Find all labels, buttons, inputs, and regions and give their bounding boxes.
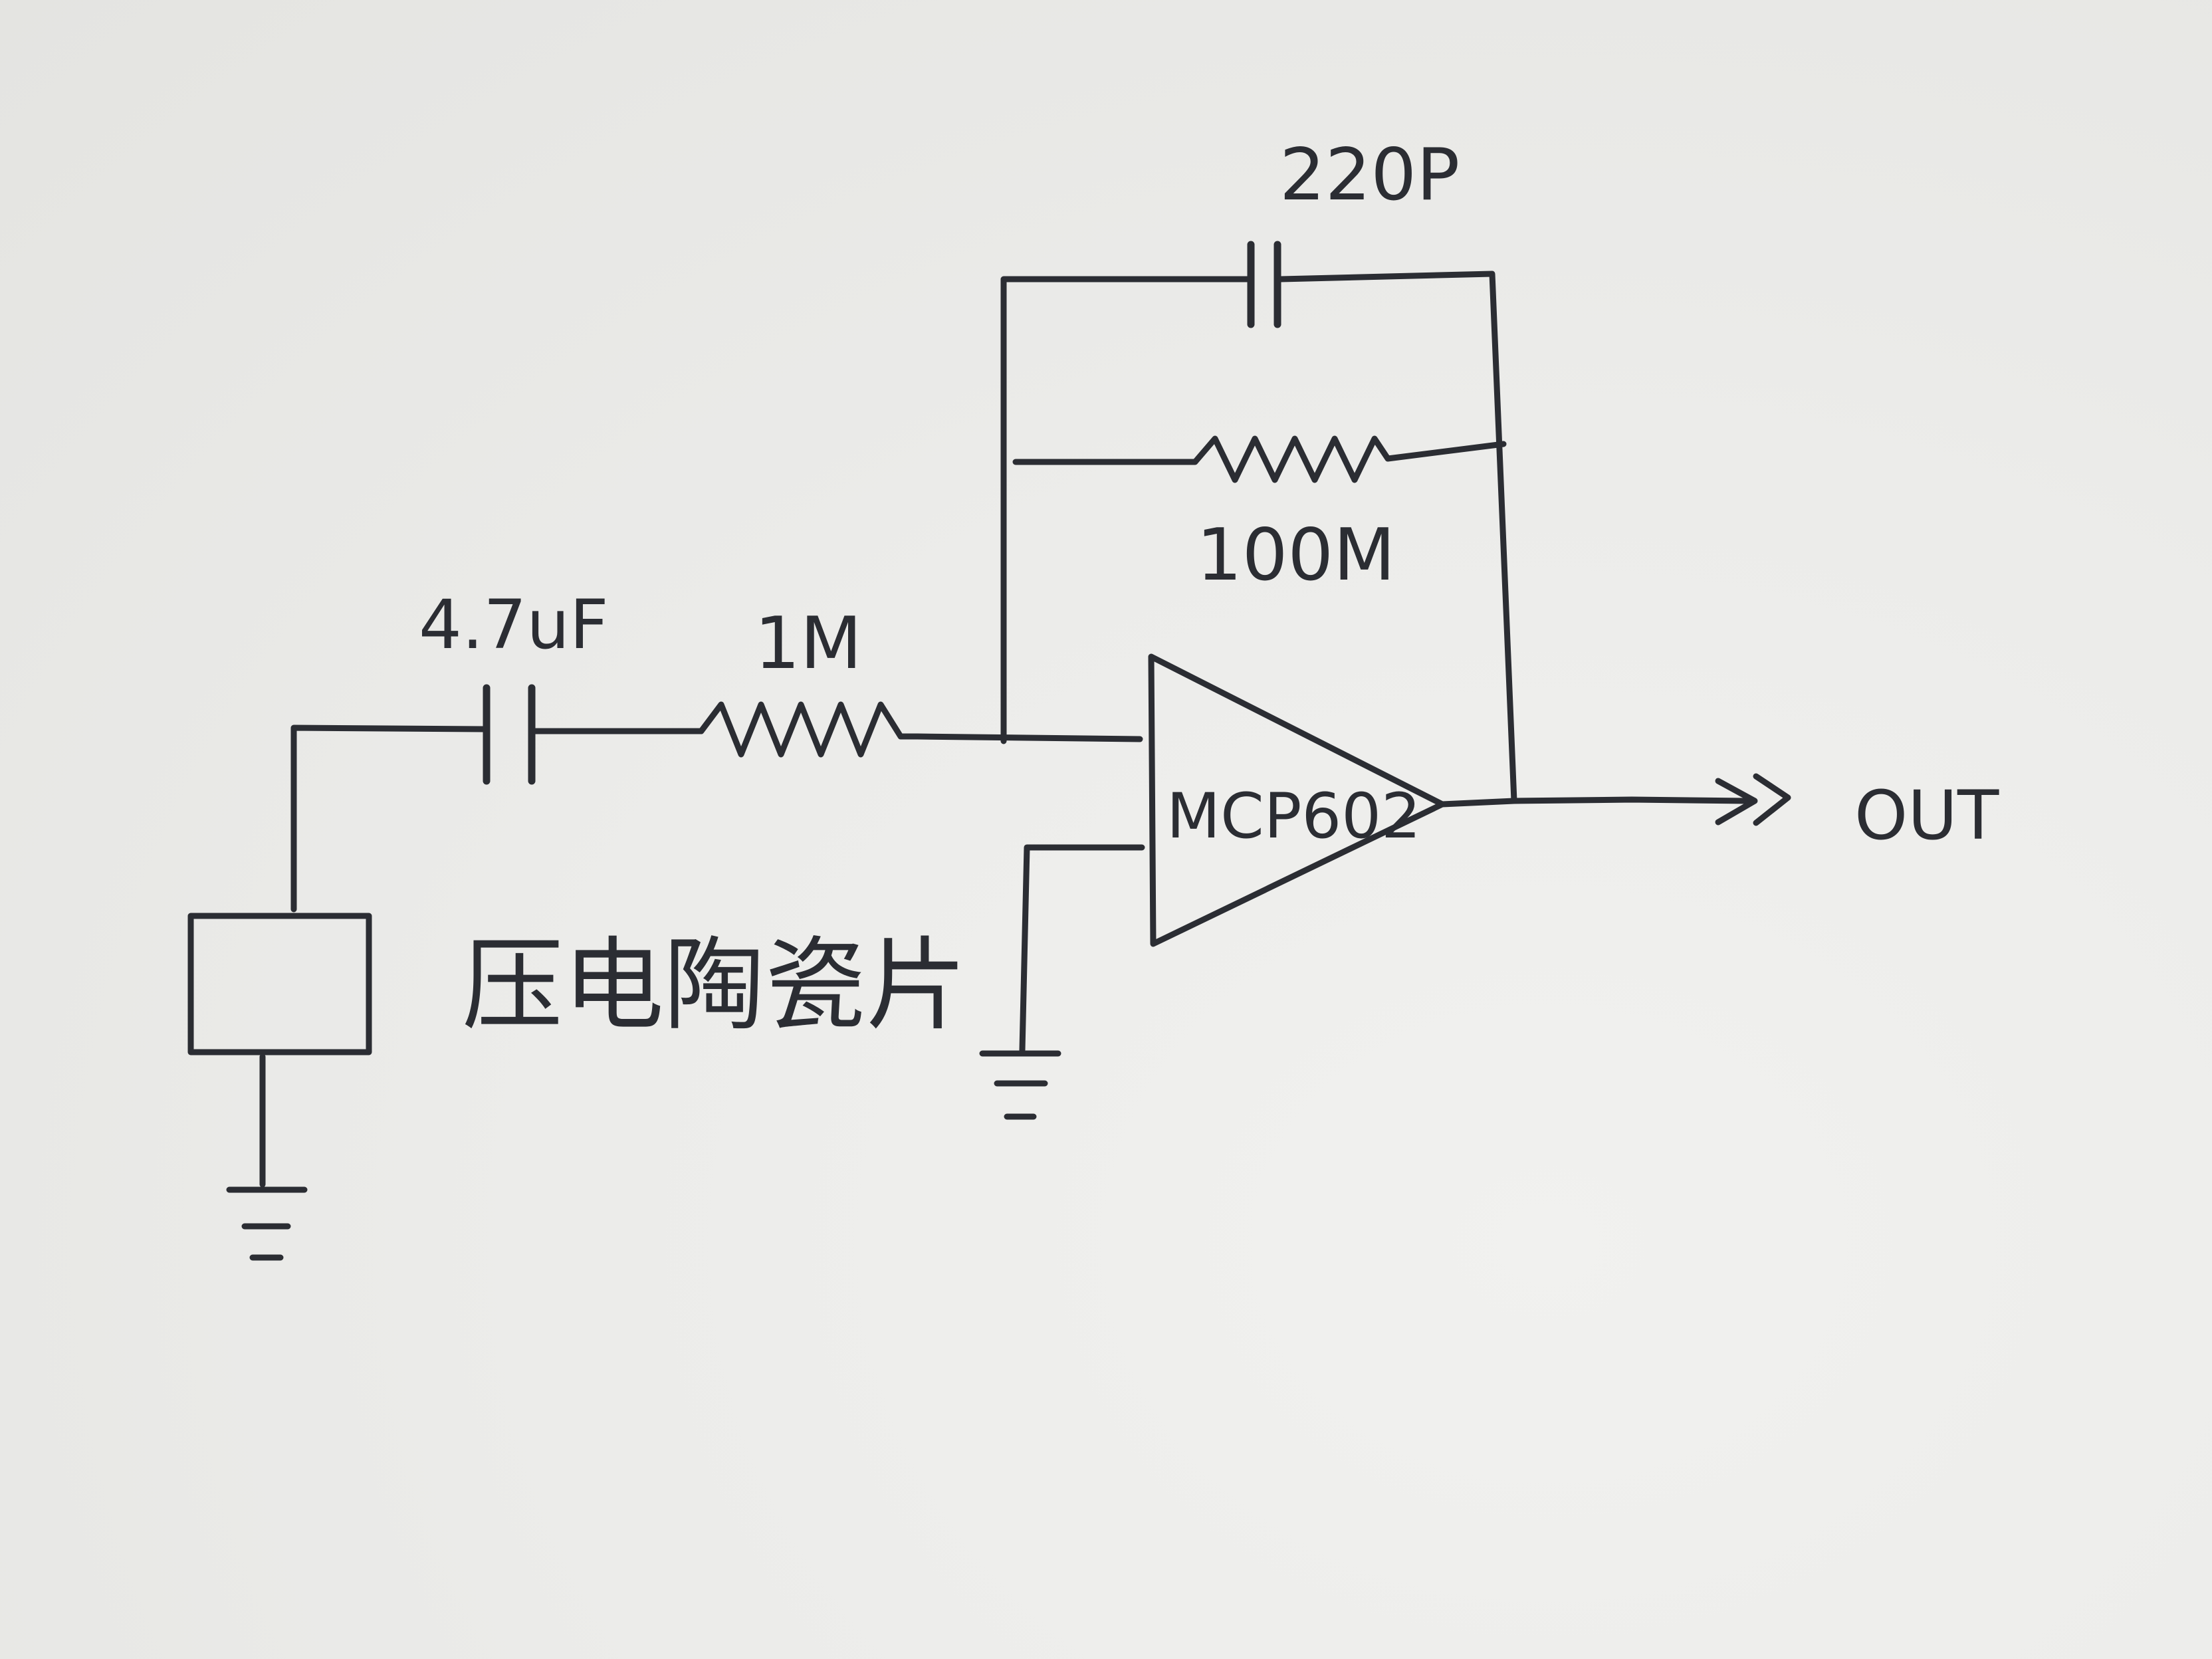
piezo-sensor-element: [187, 913, 372, 1055]
feedback-top-wire-left: [1000, 276, 1251, 744]
feedback-resistor-100M: [1012, 435, 1507, 483]
noninverting-input-wire: [1019, 844, 1145, 1053]
output-arrow-icon: [1715, 778, 1758, 826]
output-arrow-tail-icon: [1753, 773, 1791, 826]
input-capacitor-label: 4.7uF: [419, 586, 609, 665]
input-resistor-1M: [532, 701, 1143, 758]
opamp-label: MCP602: [1166, 780, 1421, 853]
feedback-capacitor-label: 220P: [1279, 134, 1460, 217]
ground-symbol-opamp: [979, 1050, 1061, 1120]
input-resistor-label: 1M: [754, 602, 862, 685]
input-wire-sensor: [290, 724, 487, 913]
feedback-resistor-label: 100M: [1196, 514, 1395, 597]
sensor-label: 压电陶瓷片: [462, 927, 967, 1044]
output-wire: [1439, 796, 1750, 808]
output-label: OUT: [1854, 776, 1999, 855]
opamp-triangle: [1148, 653, 1446, 947]
feedback-top-wire-right: [1277, 271, 1517, 804]
ground-symbol-sensor: [226, 1186, 308, 1261]
